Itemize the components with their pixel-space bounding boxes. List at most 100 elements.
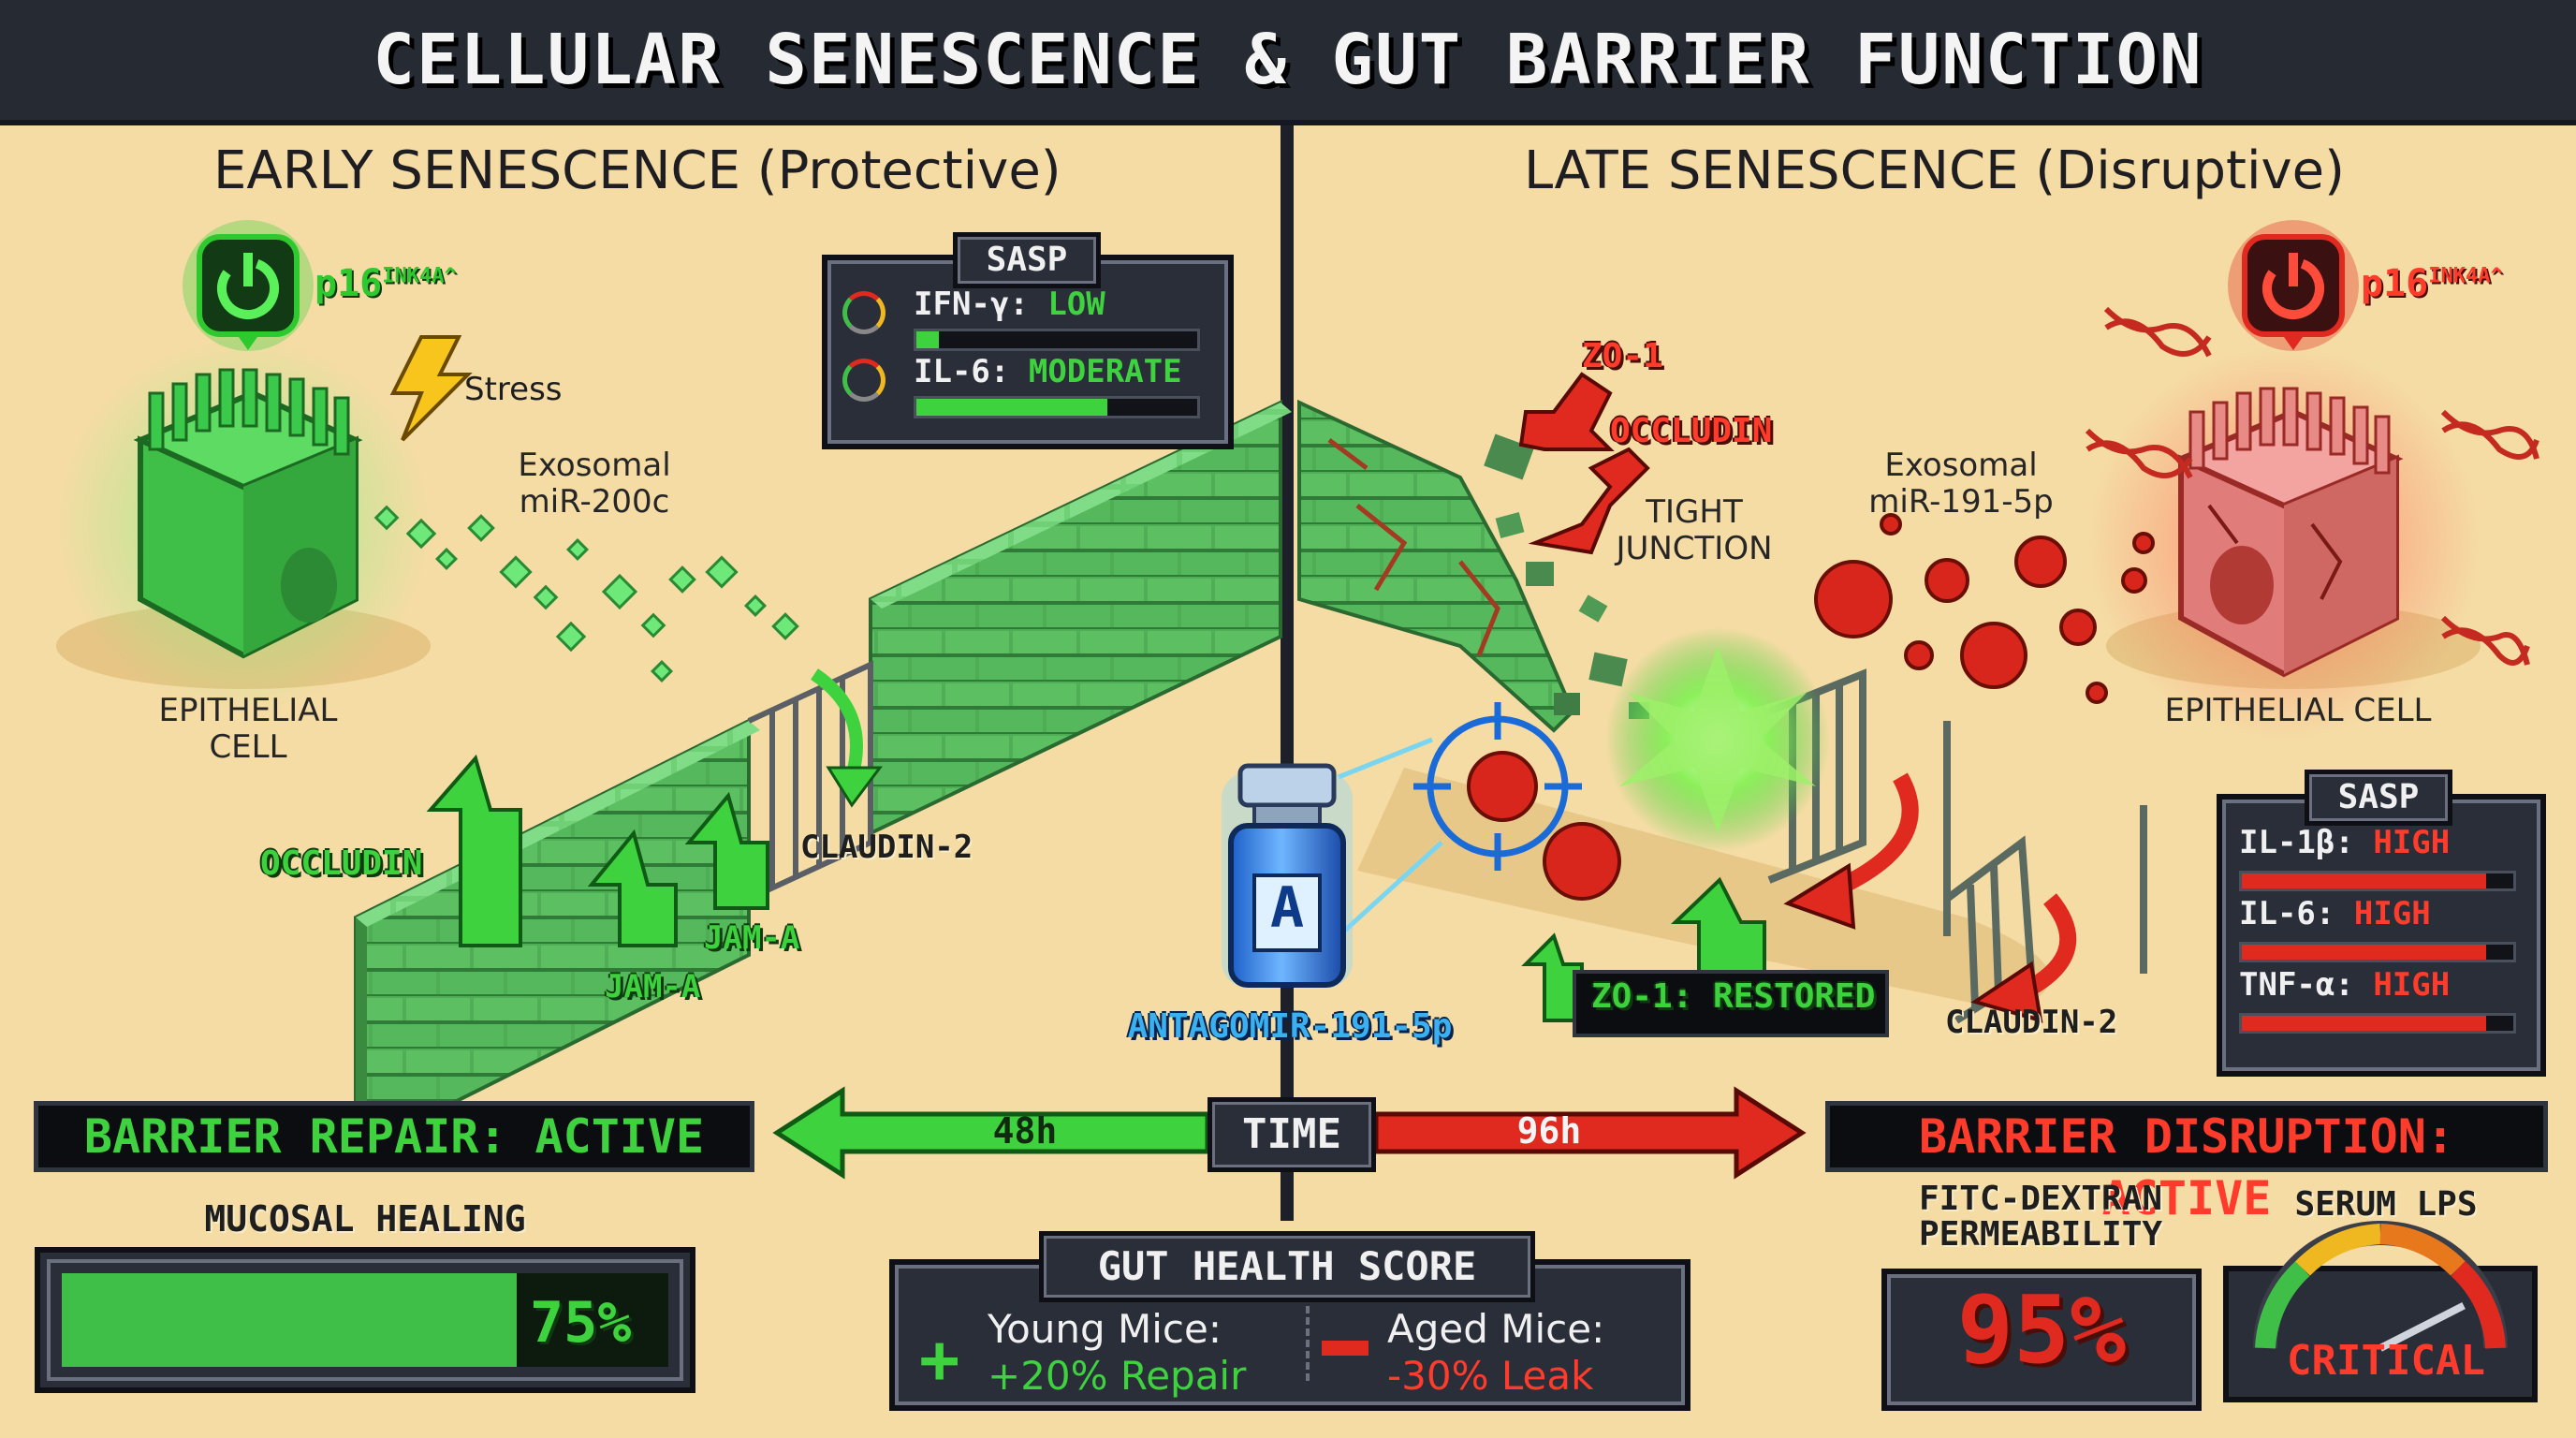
cytokine-name: IL-6: (2239, 895, 2335, 932)
level-bar-fill (916, 331, 939, 348)
epithelial-cell-label-right: EPITHELIAL CELL (2164, 692, 2432, 729)
down-arrow (810, 668, 863, 779)
serum-lps-label: SERUM LPS (2294, 1185, 2478, 1224)
senescent-epithelial-cell (2087, 346, 2481, 740)
cell-line2: CELL (209, 728, 287, 767)
sasp-title-right: SASP (2305, 770, 2452, 826)
cytokine-level: LOW (1047, 286, 1105, 323)
claudin-label-right: CLAUDIN-2 (1945, 1004, 2118, 1041)
target-crosshair (1413, 702, 1582, 871)
zo1-restored-label: ZO-1: RESTORED (1591, 977, 1876, 1016)
aged-mice-label: Aged Mice: (1387, 1306, 1605, 1352)
sasp-row-label: IL-1β: HIGH (2239, 824, 2450, 861)
lightning-icon (389, 335, 473, 442)
p16-label: p16 (315, 262, 383, 305)
sasp-particles (1467, 513, 2155, 901)
cytokine-name: IFN-γ: (914, 286, 1029, 323)
lps-gauge (2223, 1221, 2538, 1402)
exosome-line1: Exosomal (1884, 447, 2038, 484)
sasp-title-left: SASP (953, 232, 1101, 288)
sasp-row: TNF-α: HIGH (2239, 966, 2520, 1037)
sasp-row: IFN-γ: LOW (842, 286, 1208, 353)
intact-barrier-wall (354, 399, 1292, 1161)
young-mice-value: +20% Repair (988, 1353, 1247, 1400)
score-divider (1306, 1306, 1313, 1381)
disruption-status-text: BARRIER DISRUPTION: ACTIVE (1919, 1109, 2454, 1225)
gauge-icon (842, 359, 886, 402)
barrier-repair-status: BARRIER REPAIR: ACTIVE (34, 1101, 754, 1172)
young-mice-block: Young Mice: +20% Repair (988, 1306, 1246, 1401)
p16-marker-left: p16INK4A^ (315, 262, 457, 305)
early-senescence-heading: EARLY SENESCENCE (Protective) (213, 140, 1061, 201)
disruption-arrows (1518, 372, 2077, 1023)
power-icon (183, 220, 314, 351)
sasp-row-label: IFN-γ: LOW (914, 286, 1105, 323)
barrier-disruption-status: BARRIER DISRUPTION: ACTIVE (1825, 1101, 2548, 1225)
level-bar-fill (2242, 1016, 2486, 1031)
sasp-row-label: IL-6: HIGH (2239, 895, 2431, 932)
aged-mice-block: Aged Mice: -30% Leak (1387, 1306, 1604, 1401)
page-title: CELLULAR SENESCENCE & GUT BARRIER FUNCTI… (373, 20, 2203, 100)
claudin-label-left: CLAUDIN-2 (800, 829, 973, 866)
cytokine-level: HIGH (2353, 895, 2431, 932)
upregulation-arrows (426, 754, 769, 947)
dna-icon (2085, 306, 2539, 666)
stress-label: Stress (464, 371, 563, 408)
fitc-value: 95% (1956, 1275, 2127, 1385)
level-bar-track (2239, 942, 2516, 962)
cytokine-level: HIGH (2373, 824, 2451, 861)
exosome-line2: miR-191-5p (1868, 483, 2054, 521)
p16-superscript: INK4A^ (382, 264, 457, 288)
late-senescence-heading: LATE SENESCENCE (Disruptive) (1524, 140, 2345, 201)
cytokine-level: MODERATE (1028, 353, 1182, 390)
cytokine-name: IL-6: (914, 353, 1010, 390)
targeting-beam (1337, 841, 1443, 938)
occludin-label-right: OCCLUDIN (1610, 412, 1773, 450)
occludin-label-left: OCCLUDIN (260, 844, 423, 883)
cytokine-level: HIGH (2373, 966, 2451, 1004)
cell-line1: EPITHELIAL (158, 692, 338, 729)
antagomir-vial (1222, 763, 1353, 988)
level-bar-track (914, 396, 1200, 418)
epithelial-cell-label-left: EPITHELIAL CELL (122, 692, 374, 767)
sasp-row: IL-6: HIGH (2239, 895, 2520, 966)
fitc-label: FITC-DEXTRAN PERMEABILITY (1872, 1181, 2209, 1253)
p16-label: p16 (2361, 262, 2429, 305)
p16-marker-right: p16INK4A^ (2361, 262, 2503, 305)
level-bar-track (2239, 1013, 2516, 1034)
mucosal-healing-label: MUCOSAL HEALING (204, 1198, 526, 1240)
vial-letter: A (1269, 875, 1305, 941)
sasp-row-label: IL-6: MODERATE (914, 353, 1182, 390)
title-bar (0, 0, 2576, 125)
fitc-line2: PERMEABILITY (1918, 1214, 2163, 1254)
level-bar-track (2239, 871, 2516, 891)
level-bar-fill (916, 399, 1107, 416)
restore-arrows (1521, 876, 1766, 1022)
tight-line1: TIGHT (1646, 493, 1743, 531)
zo1-label-top: ZO-1 (1582, 337, 1663, 375)
time-48h-label: 48h (992, 1110, 1058, 1152)
rubble-floor (1357, 768, 2050, 1011)
mucosal-healing-bar (35, 1247, 695, 1393)
gut-health-score-title: GUT HEALTH SCORE (1039, 1231, 1535, 1302)
young-mice-label: Young Mice: (988, 1306, 1222, 1352)
time-96h-label: 96h (1516, 1110, 1582, 1152)
cytokine-name: TNF-α: (2239, 966, 2354, 1004)
antagomir-label: ANTAGOMIR-191-5p (1127, 1007, 1453, 1046)
tight-junction-label: TIGHT JUNCTION (1591, 493, 1797, 567)
targeting-beam (1338, 737, 1433, 780)
sasp-row-label: TNF-α: HIGH (2239, 966, 2450, 1004)
sasp-rows-right: IL-1β: HIGH IL-6: HIGH TNF-α: HIGH (2239, 824, 2520, 1037)
jam-a-label-1: JAM-A (704, 919, 800, 957)
power-icon (2228, 220, 2359, 351)
crumbling-barrier-wall (1297, 399, 1649, 733)
gauge-icon (842, 291, 886, 334)
level-bar-track (914, 329, 1200, 351)
sasp-rows-left: IFN-γ: LOW IL-6: MODERATE (842, 286, 1208, 420)
sasp-row: IL-6: MODERATE (842, 353, 1208, 420)
exosome-label-right: Exosomal miR-191-5p (1849, 447, 2073, 521)
jam-a-label-2: JAM-A (605, 968, 701, 1005)
aged-mice-value: -30% Leak (1387, 1353, 1594, 1400)
